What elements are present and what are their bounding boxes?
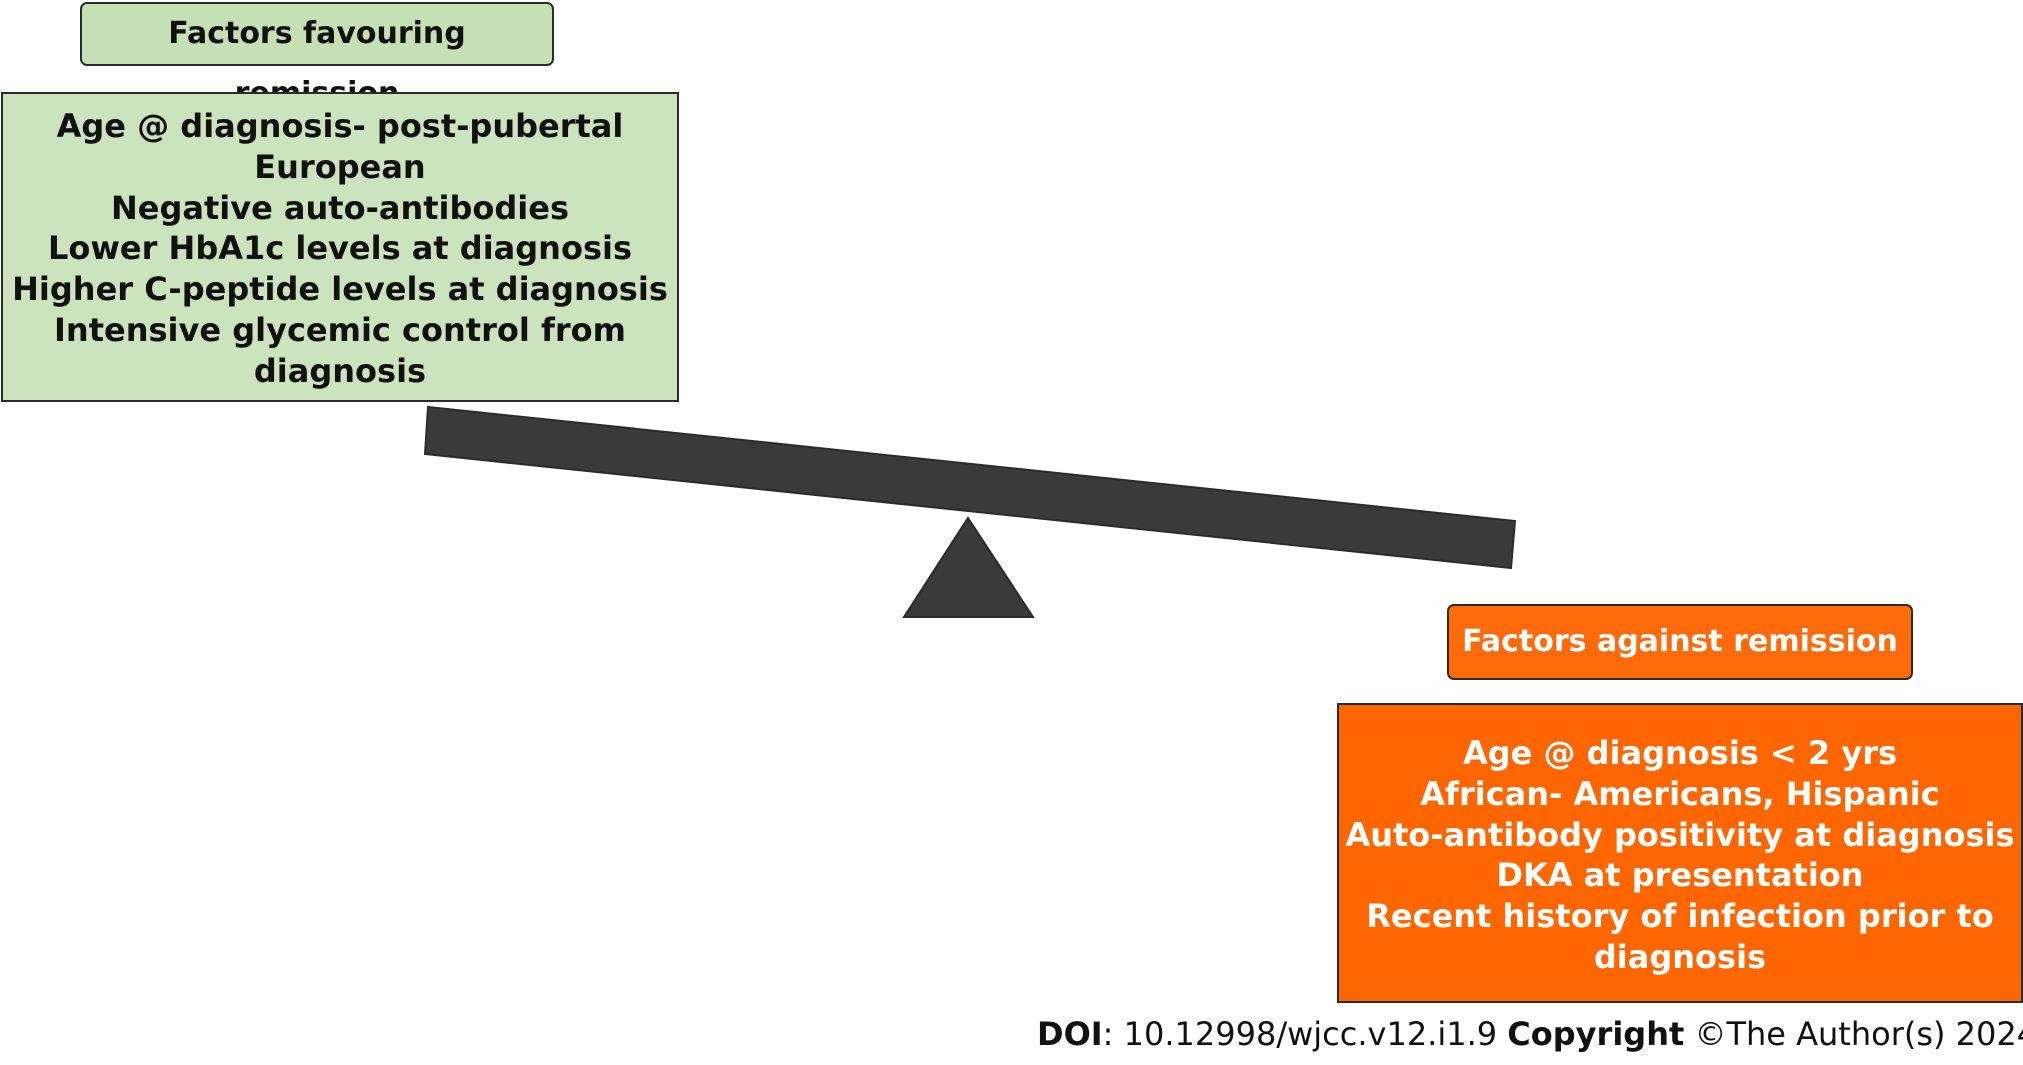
against-item: Age @ diagnosis < 2 yrs [1462, 734, 1898, 772]
favouring-item: European [254, 147, 426, 186]
citation-footer: DOI: 10.12998/wjcc.v12.i1.9 Copyright ©T… [1037, 1012, 2023, 1056]
favouring-item: Higher C-peptide levels at diagnosis [12, 270, 668, 309]
copyright-value: ©The Author(s) 2024. [1684, 1015, 2023, 1053]
copyright-label: Copyright [1507, 1015, 1685, 1053]
against-factors-box: Age @ diagnosis < 2 yrs African- America… [1337, 703, 2023, 1003]
favouring-item: Intensive glycemic control from [54, 310, 626, 349]
against-item: diagnosis [1593, 937, 1767, 976]
against-item: DKA at presentation [1496, 856, 1864, 895]
favouring-item: diagnosis [253, 351, 427, 390]
against-item: Recent history of infection prior to [1366, 897, 1994, 936]
favouring-factors-box: Age @ diagnosis- post-pubertal European … [1, 92, 679, 402]
favouring-item: Lower HbA1c levels at diagnosis [47, 229, 632, 268]
seesaw-fulcrum [902, 516, 1035, 618]
against-heading-text: Factors against remission [1462, 624, 1898, 659]
against-item: Auto-antibody positivity at diagnosis [1345, 815, 2015, 854]
doi-value: : 10.12998/wjcc.v12.i1.9 [1102, 1015, 1508, 1053]
seesaw-plank [423, 405, 1517, 570]
against-heading: Factors against remission [1447, 604, 1913, 680]
favouring-item: Age @ diagnosis- post-pubertal [56, 107, 624, 145]
against-item: African- Americans, Hispanic [1420, 774, 1940, 813]
favouring-item: Negative auto-antibodies [110, 188, 570, 227]
doi-label: DOI [1037, 1015, 1103, 1053]
